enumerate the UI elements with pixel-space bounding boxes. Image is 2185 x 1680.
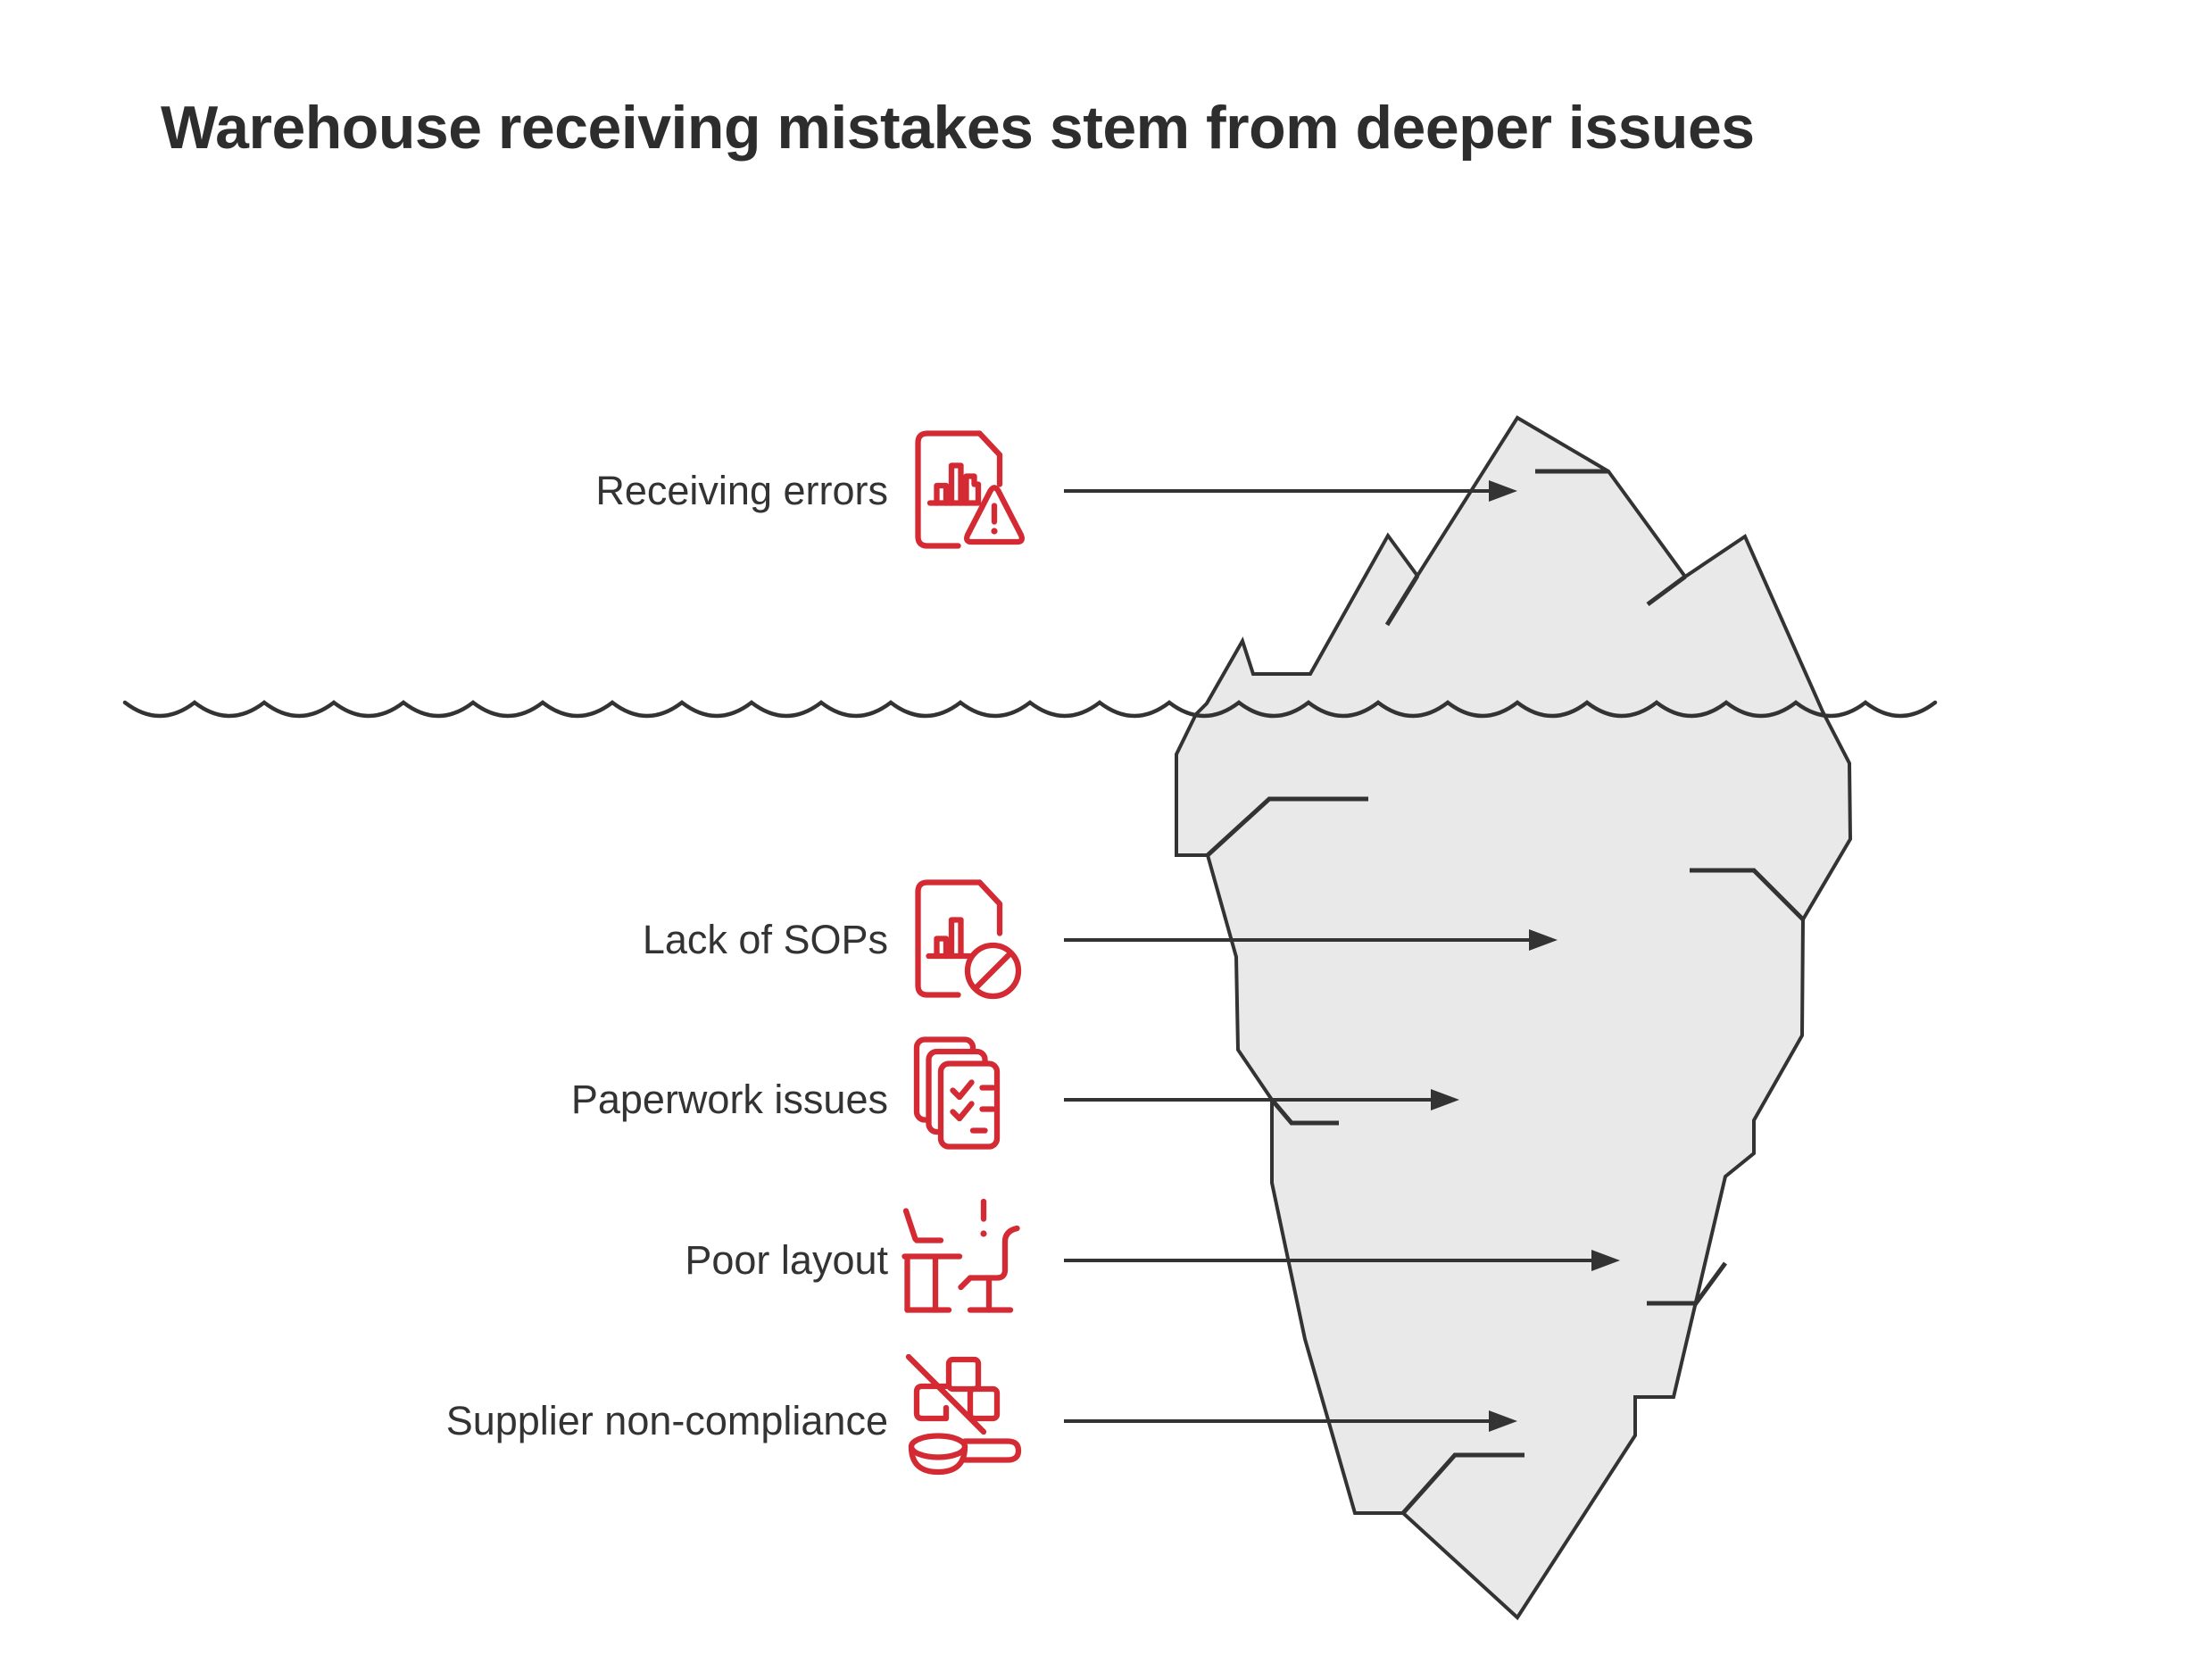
right-saddle-line xyxy=(1646,574,1687,607)
label-lack-of-sops: Lack of SOPs xyxy=(642,917,888,962)
iceberg-body xyxy=(1175,415,1853,1621)
lower-right-notch-line xyxy=(1647,1261,1728,1306)
label-supplier-non-compliance: Supplier non-compliance xyxy=(445,1398,888,1443)
left-saddle-line xyxy=(1384,574,1420,627)
document-chart-warning-icon xyxy=(915,430,1025,549)
left-step-line xyxy=(1270,1098,1339,1126)
upper-left-shelf-line xyxy=(1206,796,1368,857)
boxes-slash-scoop-icon xyxy=(905,1354,1022,1476)
waterline xyxy=(122,700,1938,719)
desk-chair-icon xyxy=(901,1198,1020,1313)
bottom-notch-line xyxy=(1401,1452,1525,1515)
paperwork-issues-arrow xyxy=(1064,1089,1459,1110)
lack-of-sops-arrow xyxy=(1064,929,1558,951)
poor-layout-arrow xyxy=(1064,1250,1620,1271)
page-title: Warehouse receiving mistakes stem from d… xyxy=(161,94,1755,162)
iceberg-crevasse-lines xyxy=(1206,469,1805,1515)
supplier-non-compliance-arrow xyxy=(1064,1410,1517,1432)
receiving-errors-arrow xyxy=(1064,480,1517,502)
document-chart-prohibited-icon xyxy=(915,879,1022,1000)
label-paperwork-issues: Paperwork issues xyxy=(570,1077,888,1122)
label-poor-layout: Poor layout xyxy=(685,1237,888,1283)
checklist-stack-icon xyxy=(913,1036,1001,1150)
right-notch-line xyxy=(1690,868,1805,921)
label-receiving-errors: Receiving errors xyxy=(595,468,888,513)
